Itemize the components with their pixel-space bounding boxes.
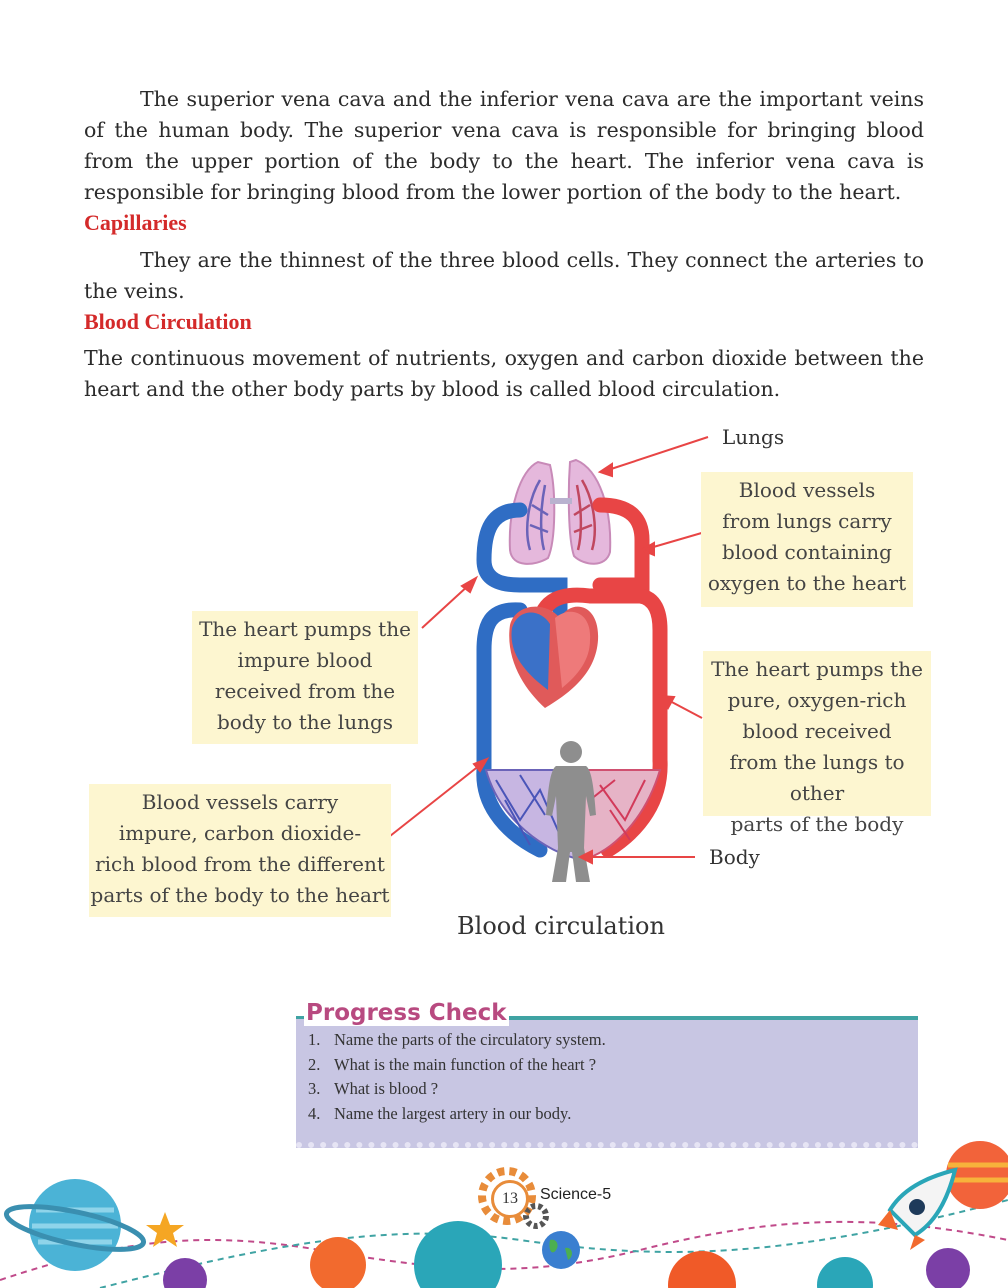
heading-capillaries: Capillaries	[84, 210, 187, 235]
callout-line: received from the	[214, 679, 396, 703]
callout-line: oxygen to the heart	[707, 571, 907, 595]
book-title: Science-5	[540, 1186, 612, 1203]
rocket-icon	[878, 1167, 958, 1250]
item-number: 1.	[308, 1030, 321, 1049]
callout-body-vessels: Blood vessels carry impure, carbon dioxi…	[89, 784, 391, 917]
paragraph-circulation: The continuous movement of nutrients, ox…	[84, 346, 924, 401]
item-text: Name the largest artery in our body.	[334, 1103, 572, 1123]
progress-check-title: Progress Check	[304, 1000, 509, 1026]
lungs-illustration	[508, 458, 612, 565]
circulation-diagram	[384, 436, 709, 882]
item-text: What is blood ?	[334, 1079, 439, 1098]
callout-heart-pure: The heart pumps the pure, oxygen-rich bl…	[703, 651, 931, 836]
progress-check-box	[296, 1018, 918, 1148]
callout-heart-impure: The heart pumps the impure blood receive…	[192, 611, 418, 744]
callout-line: from the lungs to other	[729, 750, 905, 805]
callout-line: Blood vessels	[738, 478, 876, 502]
planet-icon	[946, 1141, 1008, 1209]
progress-check-list: 1. Name the parts of the circulatory syst…	[308, 1028, 606, 1126]
progress-check-rule	[492, 1016, 918, 1020]
planet-icon	[668, 1251, 736, 1288]
planet-icon	[163, 1258, 207, 1288]
callout-line: The heart pumps the	[711, 657, 923, 681]
callout-lungs-vessels: Blood vessels from lungs carry blood con…	[701, 472, 913, 607]
callout-line: blood containing	[722, 540, 892, 564]
gear-icon	[478, 1167, 549, 1229]
page-number: 13	[491, 1180, 529, 1218]
callout-line: parts of the body to the heart	[90, 883, 390, 907]
diagram-arrows	[384, 436, 709, 865]
item-number: 4.	[308, 1103, 321, 1123]
paragraph-vena-cava: The superior vena cava and the inferior …	[84, 87, 924, 204]
callout-line: impure, carbon dioxide-	[118, 821, 362, 845]
heading-blood-circulation: Blood Circulation	[84, 309, 252, 334]
list-item: 3. What is blood ?	[308, 1077, 606, 1102]
callout-line: from lungs carry	[722, 509, 892, 533]
progress-check-rule	[296, 1016, 304, 1019]
callout-line: body to the lungs	[216, 710, 394, 734]
callout-line: impure blood	[237, 648, 373, 672]
planet-icon	[310, 1237, 366, 1288]
paragraph-capillaries: They are the thinnest of the three blood…	[84, 248, 924, 303]
label-lungs: Lungs	[722, 425, 785, 449]
callout-line: parts of the body	[730, 812, 904, 836]
list-item: 1. Name the parts of the circulatory syst…	[308, 1028, 606, 1053]
item-number: 2.	[308, 1054, 321, 1074]
callout-line: The heart pumps the	[199, 617, 411, 641]
footer-space-decoration	[0, 1141, 1008, 1288]
planet-icon	[817, 1257, 873, 1288]
human-figure	[546, 741, 596, 882]
planet-icon	[414, 1221, 502, 1288]
star-icon	[146, 1212, 184, 1247]
item-number: 3.	[308, 1079, 321, 1098]
callout-line: Blood vessels carry	[141, 790, 339, 814]
label-body: Body	[709, 845, 760, 869]
callout-line: blood received	[742, 719, 892, 743]
planet-icon	[926, 1248, 970, 1288]
callout-line: pure, oxygen-rich	[727, 688, 907, 712]
list-item: 2. What is the main function of the heart…	[308, 1053, 606, 1078]
globe-icon	[542, 1231, 580, 1269]
item-text: What is the main function of the heart ?	[334, 1054, 597, 1074]
item-text: Name the parts of the circulatory system…	[334, 1030, 606, 1049]
diagram-caption: Blood circulation	[457, 912, 665, 940]
planet-icon	[3, 1179, 147, 1271]
heart-illustration	[509, 606, 599, 708]
list-item: 4. Name the largest artery in our body.	[308, 1102, 606, 1127]
callout-line: rich blood from the different	[95, 852, 385, 876]
